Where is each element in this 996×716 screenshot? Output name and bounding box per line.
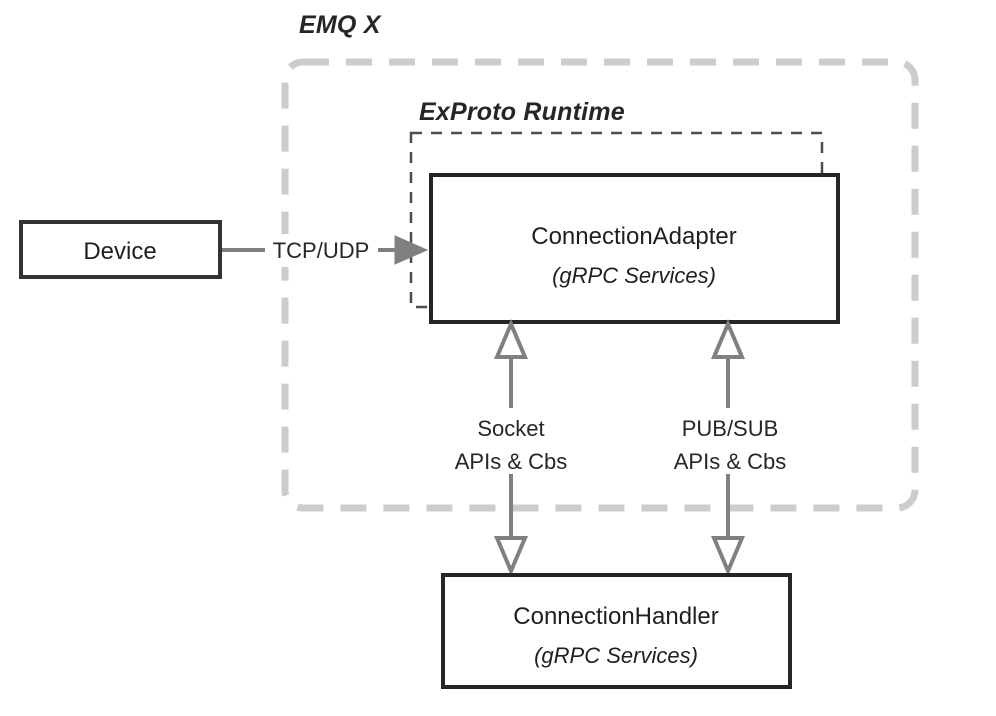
node-connection-adapter-title: ConnectionAdapter bbox=[531, 223, 736, 250]
edge-pubsub-label-line2: APIs & Cbs bbox=[674, 449, 786, 474]
node-connection-handler-subtitle: (gRPC Services) bbox=[534, 643, 698, 668]
node-connection-handler-title: ConnectionHandler bbox=[513, 603, 718, 630]
edge-pubsub-arrowhead-up bbox=[710, 318, 746, 359]
edge-socket-label-line1: Socket bbox=[477, 416, 544, 441]
node-connection-adapter-box[interactable] bbox=[429, 173, 840, 324]
node-device-label: Device bbox=[83, 238, 156, 265]
edge-socket-label-bg bbox=[447, 408, 576, 474]
node-connection-handler-box[interactable] bbox=[441, 573, 792, 689]
node-device-box[interactable] bbox=[19, 220, 222, 279]
edge-socket-arrowhead-up bbox=[493, 318, 529, 359]
edge-pubsub-arrowhead-down bbox=[710, 536, 746, 577]
node-connection-adapter-subtitle: (gRPC Services) bbox=[552, 263, 716, 288]
group-exproto-label: ExProto Runtime bbox=[419, 98, 625, 126]
group-emqx-label: EMQ X bbox=[299, 11, 382, 39]
edge-tcp-udp-label-bg bbox=[265, 234, 378, 267]
edge-pubsub-label-bg bbox=[661, 408, 798, 474]
edge-tcp-udp-arrowhead bbox=[394, 235, 429, 265]
edge-pubsub-label-line1: PUB/SUB bbox=[682, 416, 779, 441]
group-emqx-boundary bbox=[281, 58, 919, 512]
edge-tcp-udp-label: TCP/UDP bbox=[273, 238, 370, 263]
edge-socket-label-line2: APIs & Cbs bbox=[455, 449, 567, 474]
edge-socket-arrowhead-down bbox=[493, 536, 529, 577]
